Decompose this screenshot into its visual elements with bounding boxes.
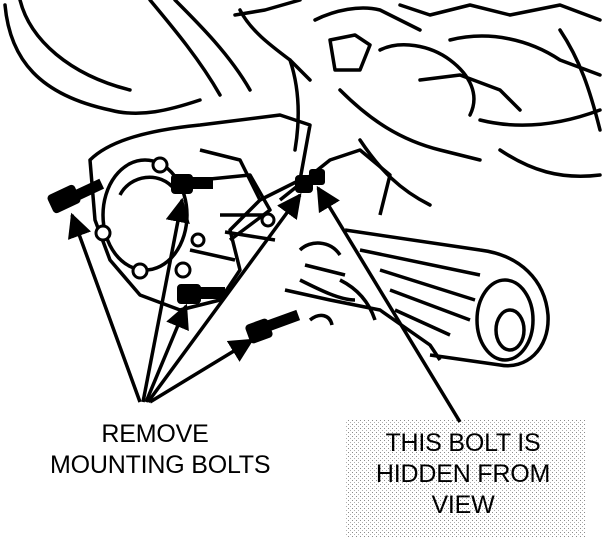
adapter-plate xyxy=(88,113,312,312)
bolt-center xyxy=(177,284,225,304)
mounting-bolts xyxy=(47,169,325,344)
bolt-left xyxy=(47,178,105,214)
bolt-hidden xyxy=(295,169,325,193)
arrow-to-left-bolt xyxy=(68,212,142,403)
hidden-label-line1: THIS BOLT IS xyxy=(385,429,541,457)
leader-arrows xyxy=(68,185,462,423)
bolt-lower xyxy=(245,309,301,344)
hidden-bolt-label: THIS BOLT IS HIDDEN FROM VIEW xyxy=(352,428,574,521)
bolt-upper xyxy=(171,174,213,194)
arrow-to-lower-bolt xyxy=(149,338,255,404)
arrow-to-center-bolt xyxy=(144,303,189,403)
arrow-to-hidden-bolt-from-left xyxy=(146,193,302,404)
remove-mounting-bolts-label: REMOVE MOUNTING BOLTS xyxy=(50,419,271,481)
label-stipple-background xyxy=(345,420,585,538)
hidden-label-line3: VIEW xyxy=(431,491,495,519)
engine-block xyxy=(3,0,602,207)
arrow-to-upper-bolt xyxy=(141,197,190,403)
arrow-to-hidden-bolt-from-label xyxy=(316,185,462,423)
remove-label-line2: MOUNTING BOLTS xyxy=(50,451,271,479)
hidden-label-line2: HIDDEN FROM xyxy=(375,460,551,488)
remove-label-line1: REMOVE xyxy=(101,420,209,448)
bolt-holes xyxy=(94,156,276,280)
